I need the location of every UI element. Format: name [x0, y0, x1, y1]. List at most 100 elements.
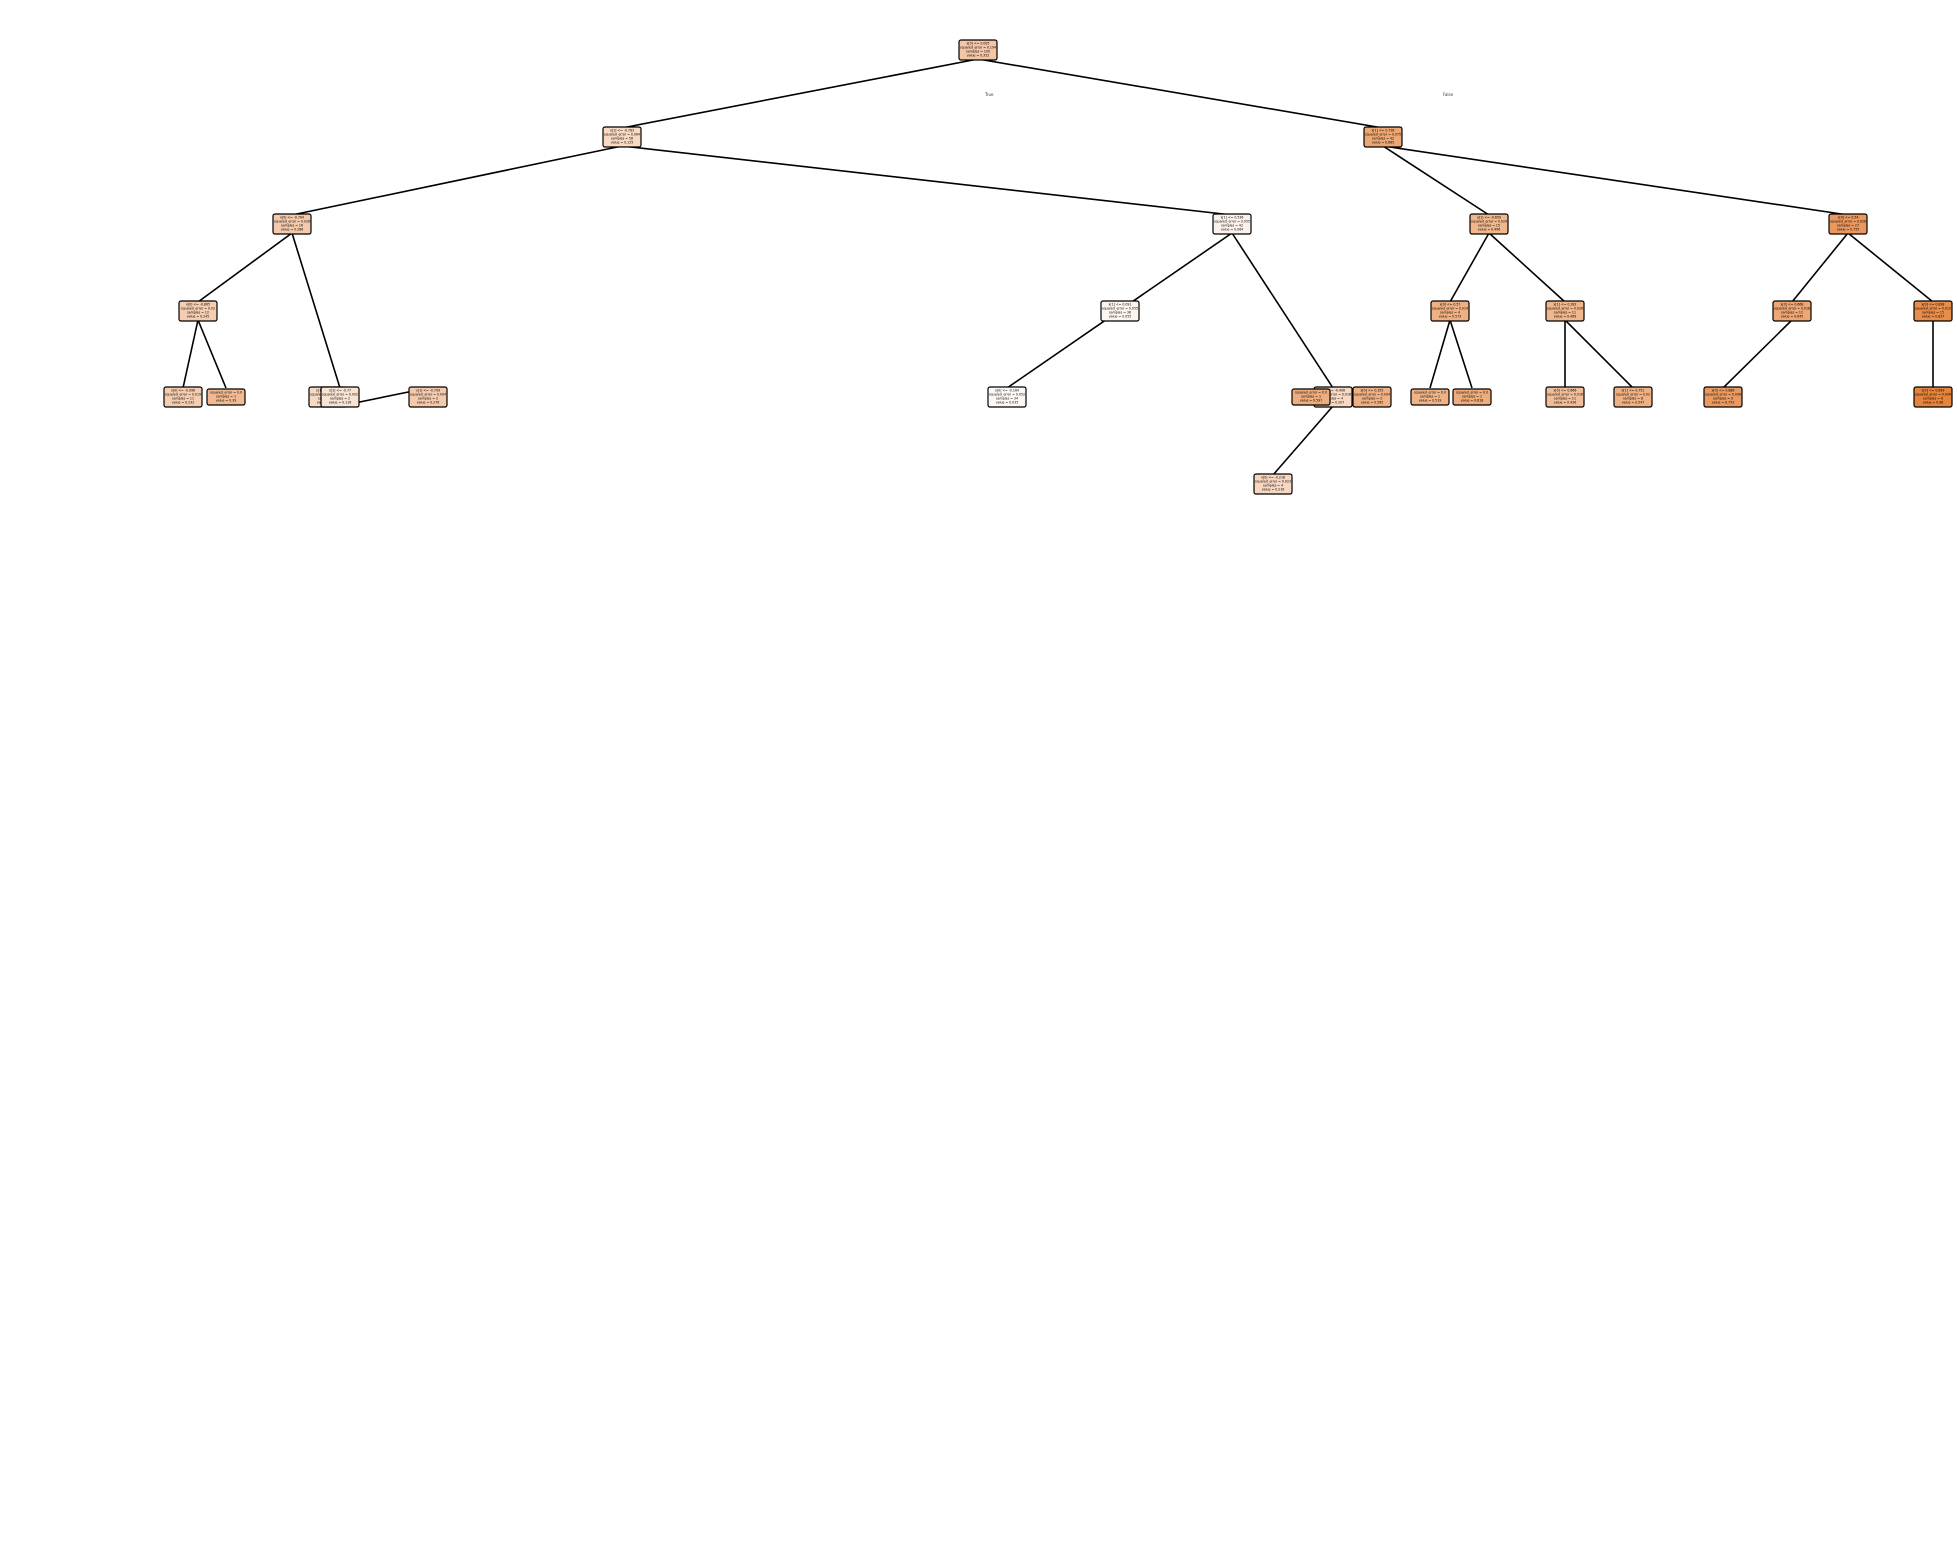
tree-node-mse-text: squared_error = 0.019 [165, 393, 201, 397]
tree-node-split-text: x[0] <= 0.838 [1922, 303, 1945, 307]
tree-node-box [1613, 386, 1653, 408]
tree-node-samples-text: samples = 3 [1362, 397, 1382, 401]
tree-node-samples-text: samples = 42 [1372, 137, 1394, 141]
tree-node-samples-text: samples = 34 [996, 397, 1018, 401]
tree-node-mse-text: squared_error = 0.075 [1365, 133, 1401, 137]
tree-edge [197, 232, 293, 303]
tree-node-box [1352, 386, 1392, 408]
tree-node-samples-text: samples = 4 [1323, 397, 1343, 401]
tree-node-mse-text: squared_error = 0.004 [410, 393, 446, 397]
tree-node-samples-text: samples = 1 [216, 395, 236, 399]
tree-node-value-text: value = 0.837 [1922, 315, 1945, 319]
tree-node-samples-text: samples = 38 [1109, 311, 1131, 315]
tree-node-split-text: x[0] <= 0.54 [1838, 216, 1859, 220]
tree-node-value-text: value = 0.645 [1781, 315, 1804, 319]
edge-label-false: False [1443, 92, 1454, 97]
tree-edge [1449, 232, 1490, 303]
tree-node-value-text: value = 0.547 [1622, 401, 1645, 405]
tree-edge [1429, 319, 1451, 389]
tree-node-box [320, 386, 360, 408]
tree-edge [291, 145, 623, 216]
tree-node-split-text: x[0] <= 0.666 [1554, 389, 1577, 393]
tree-node-split-text: x[0] <= -0.164 [995, 389, 1019, 393]
tree-node-mse-text: squared_error = 0.0 [1456, 391, 1488, 395]
tree-node-value-text: value = 0.245 [187, 315, 210, 319]
tree-node-samples-text: samples = 9 [1713, 397, 1733, 401]
tree-node-samples-text: samples = 42 [1221, 224, 1243, 228]
tree-node-box [1469, 213, 1509, 235]
tree-node-value-text: value = 0.035 [996, 401, 1019, 405]
tree-node-samples-text: samples = 4 [1440, 311, 1460, 315]
tree-node-value-text: value = 0.469 [1554, 315, 1577, 319]
tree-node-mse-text: squared_error = 0.002 [322, 393, 358, 397]
tree-node-value-text: value = 0.125 [611, 141, 634, 145]
tree-edge [1449, 319, 1473, 389]
tree-node-value-text: value = 0.232 [172, 401, 195, 405]
tree-node-box [1545, 300, 1585, 322]
tree-node-box [408, 386, 448, 408]
tree-node-samples-text: samples = 2 [418, 397, 438, 401]
tree-node-value-text: value = 0.352 [967, 54, 990, 58]
tree-node-samples-text: samples = 2 [330, 397, 350, 401]
tree-node-box [1100, 300, 1140, 322]
tree-edge [1272, 405, 1334, 476]
tree-node-split-text: x[0] <= 0.57 [1440, 303, 1461, 307]
tree-node-value-text: value = 0.055 [1109, 315, 1132, 319]
tree-node-split-text: x[0] <= -0.406 [1321, 389, 1345, 393]
tree-node-box [1363, 126, 1403, 148]
tree-node-samples-text: samples = 11 [1554, 311, 1576, 315]
tree-node-box [1212, 213, 1252, 235]
tree-node-value-text: value = 0.753 [1712, 401, 1735, 405]
tree-node-split-text: x[1] <= 0.738 [1372, 129, 1395, 133]
tree-node-split-text: x[0] <= 0.886 [1712, 389, 1735, 393]
tree-node-value-text: value = 0.496 [1478, 228, 1501, 232]
tree-node-box [1913, 300, 1953, 322]
tree-node-split-text: x[0] <= -0.764 [280, 216, 304, 220]
tree-node-mse-text: squared_error = 0.0 [1414, 391, 1446, 395]
tree-node-mse-text: squared_error = 0.023 [1255, 480, 1291, 484]
tree-node-samples-text: samples = 1 [1301, 395, 1321, 399]
tree-node-value-text: value = 0.519 [1419, 399, 1442, 403]
tree-edge [621, 145, 1233, 216]
tree-node-value-text: value = 0.39 [216, 399, 237, 403]
tree-edge [1791, 232, 1849, 303]
tree-node-mse-text: squared_error = 0.006 [1705, 393, 1741, 397]
tree-node-mse-text: squared_error = 0.052 [989, 393, 1025, 397]
tree-node-mse-text: squared_error = 0.026 [1830, 220, 1866, 224]
tree-node-mse-text: squared_error = 0.014 [1432, 307, 1468, 311]
tree-node-samples-text: samples = 16 [281, 224, 303, 228]
tree-node-split-text: x[1] <= -0.783 [610, 129, 634, 133]
tree-node-samples-text: samples = 100 [966, 50, 990, 54]
tree-node-samples-text: samples = 15 [1922, 311, 1944, 315]
tree-node-samples-text: samples = 12 [1781, 311, 1803, 315]
tree-node-mse-text: squared_error = 0.018 [1774, 307, 1810, 311]
tree-node-value-text: value = 0.276 [417, 401, 440, 405]
tree-node-value-text: value = 0.755 [1837, 228, 1860, 232]
tree-node-box [1913, 386, 1953, 408]
tree-node-samples-text: samples = 11 [172, 397, 194, 401]
tree-node-samples-text: samples = 8 [1623, 397, 1643, 401]
tree-edge [1382, 145, 1490, 216]
tree-node-value-text: value = 0.064 [1221, 228, 1244, 232]
tree-node-split-text: x[0] <= 0.668 [1781, 303, 1804, 307]
tree-node-split-text: x[0] <= 0.355 [1361, 389, 1384, 393]
tree-edge-labels: True False [984, 92, 1454, 97]
tree-node-mse-text: squared_error = 0.055 [1214, 220, 1250, 224]
tree-node-value-text: value = 0.116 [329, 401, 352, 405]
